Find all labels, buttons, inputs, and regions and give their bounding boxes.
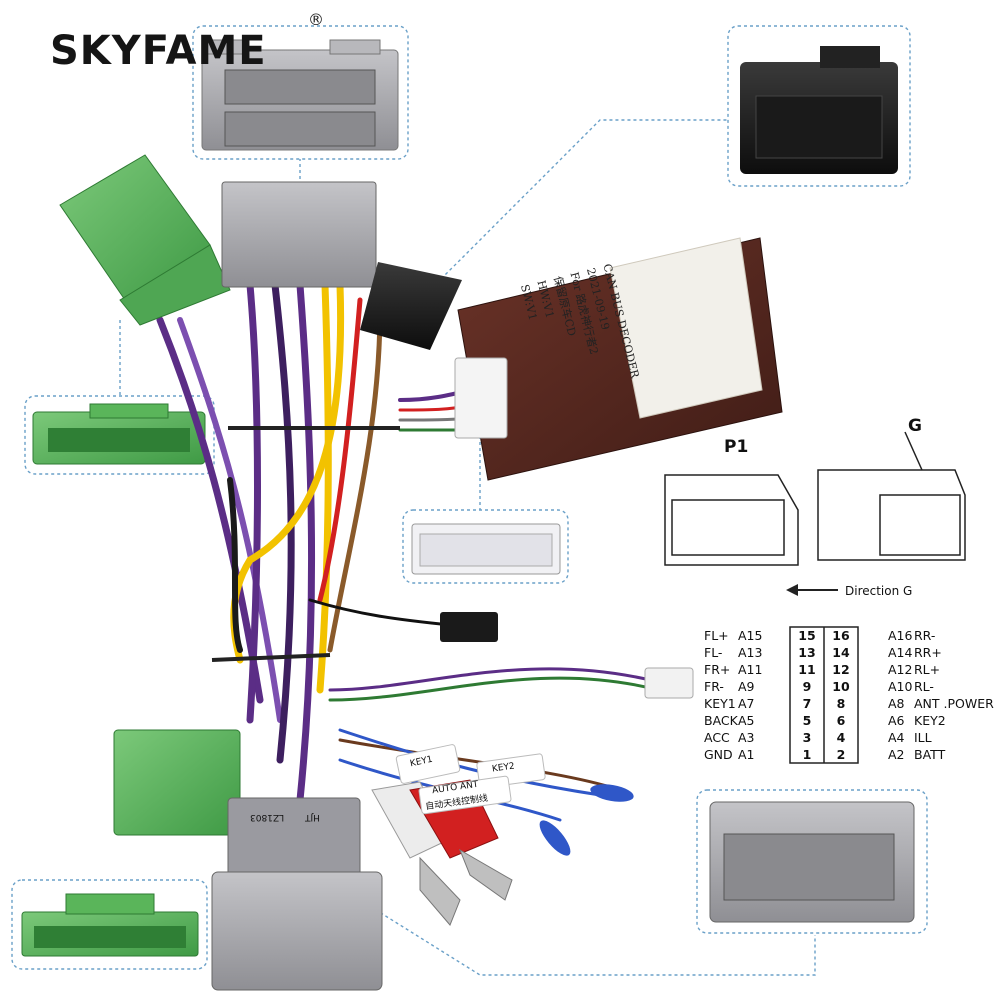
pin-number-left: 1 — [802, 747, 812, 762]
pin-number-right: 12 — [832, 662, 850, 677]
pin-right-signal: RR+ — [914, 645, 942, 660]
callout-black-top-right — [727, 25, 911, 187]
pin-left-signal: GND — [704, 747, 733, 762]
wire-bundle — [156, 281, 652, 822]
callout-green-left — [24, 395, 215, 475]
pin-right-signal: RL- — [914, 679, 934, 694]
grey-connector-top — [221, 181, 377, 288]
pin-number-right: 10 — [832, 679, 850, 694]
pin-number-left: 15 — [798, 628, 816, 643]
black-plug — [440, 612, 498, 642]
callout-white-connector — [402, 509, 569, 584]
pin-left-code: A3 — [738, 730, 755, 745]
pin-right-code: A6 — [888, 713, 905, 728]
pin-number-left: 11 — [798, 662, 816, 677]
pin-number-right: 14 — [832, 645, 850, 660]
direction-arrow — [786, 584, 838, 596]
pin-number-left: 13 — [798, 645, 816, 660]
pin-left-code: A5 — [738, 713, 755, 728]
pin-number-right: 6 — [836, 713, 846, 728]
pin-right-signal: BATT — [914, 747, 946, 762]
pin-number-left: 3 — [802, 730, 812, 745]
pin-number-left: 9 — [802, 679, 812, 694]
g-connector-drawing — [817, 431, 966, 561]
pin-number-right: 4 — [836, 730, 846, 745]
pin-left-signal: ACC — [704, 730, 730, 745]
pin-left-code: A15 — [738, 628, 763, 643]
pin-left-signal: KEY1 — [704, 696, 736, 711]
pin-number-left: 5 — [802, 713, 812, 728]
pinout-table — [789, 626, 859, 764]
pin-right-code: A10 — [888, 679, 913, 694]
connector-label-p1: P1 — [724, 437, 749, 457]
callout-grey-top — [192, 25, 409, 160]
pin-right-signal: RR- — [914, 628, 936, 643]
pin-right-code: A4 — [888, 730, 905, 745]
pin-right-signal: ANT .POWER — [914, 696, 994, 711]
grey-connector-bottom — [211, 797, 383, 991]
wire-tag-labels — [395, 744, 546, 815]
callout-grey-bottom-right — [696, 789, 928, 934]
pin-left-code: A7 — [738, 696, 755, 711]
pin-right-signal: RL+ — [914, 662, 941, 677]
wire-end-caps — [539, 784, 634, 856]
green-connector-top — [59, 154, 231, 326]
pin-left-signal: FL- — [704, 645, 723, 660]
pin-left-code: A1 — [738, 747, 755, 762]
cable-ties — [211, 426, 400, 662]
pin-number-left: 7 — [802, 696, 812, 711]
pin-left-signal: FR+ — [704, 662, 731, 677]
white-plug — [644, 667, 694, 699]
registered-mark: ® — [308, 10, 324, 29]
pin-left-signal: BACK — [704, 713, 738, 728]
pin-right-code: A2 — [888, 747, 905, 762]
pin-right-code: A12 — [888, 662, 913, 677]
pin-number-right: 2 — [836, 747, 846, 762]
decoder-box — [454, 237, 783, 481]
pin-right-code: A16 — [888, 628, 913, 643]
black-connector-top — [360, 262, 462, 350]
pin-right-signal: ILL — [914, 730, 932, 745]
pin-left-signal: FR- — [704, 679, 724, 694]
pin-left-code: A9 — [738, 679, 755, 694]
pin-number-right: 16 — [832, 628, 850, 643]
pin-right-code: A14 — [888, 645, 913, 660]
brand-logo: SKYFAME — [50, 28, 267, 74]
p1-connector-drawing — [664, 474, 799, 566]
green-connector-bottom — [113, 729, 241, 836]
pin-left-code: A11 — [738, 662, 763, 677]
pin-left-code: A13 — [738, 645, 763, 660]
pin-right-signal: KEY2 — [914, 713, 946, 728]
connector-label-g: G — [908, 416, 922, 436]
harness-tag-code: LZ1803 — [250, 812, 285, 822]
pin-number-right: 8 — [836, 696, 846, 711]
harness-tag: HJT — [305, 812, 320, 822]
pin-left-signal: FL+ — [704, 628, 729, 643]
pin-right-code: A8 — [888, 696, 905, 711]
callout-green-bottom — [11, 879, 208, 970]
direction-label: Direction G — [845, 584, 913, 598]
